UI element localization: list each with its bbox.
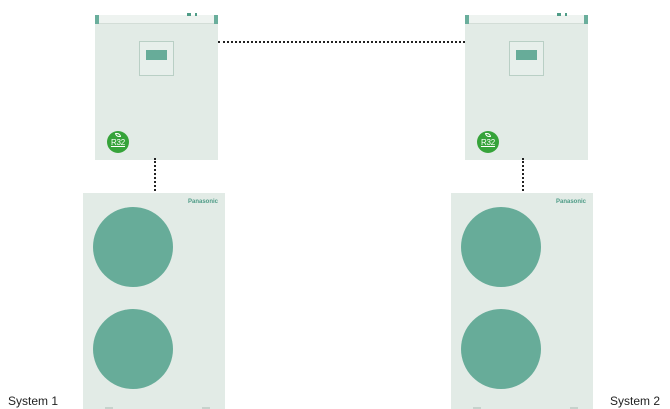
status-led-icon (187, 13, 191, 16)
r32-leaf-badge-icon: R32 (107, 131, 129, 153)
outdoor-unit-system-1: Panasonic (83, 193, 225, 409)
control-display-icon (146, 50, 167, 60)
fan-grille-icon (93, 309, 173, 389)
indoor-unit-system-2: R32 (465, 13, 588, 160)
pipe-link-system-2 (522, 158, 524, 191)
status-led-icon (195, 13, 197, 16)
control-panel (509, 41, 544, 76)
status-led-icon (565, 13, 567, 16)
indoor-interconnect-line (218, 41, 465, 43)
refrigerant-badge-label: R32 (480, 138, 496, 147)
trim-cap-right (214, 15, 218, 24)
outdoor-unit-system-2: Panasonic (451, 193, 593, 409)
control-panel (139, 41, 174, 76)
fan-grille-icon (461, 309, 541, 389)
system-2-label: System 2 (610, 394, 661, 408)
control-display-icon (516, 50, 537, 60)
trim-cap-left (95, 15, 99, 24)
system-1-label: System 1 (8, 394, 59, 408)
leaf-icon (115, 133, 121, 137)
fan-grille-icon (461, 207, 541, 287)
indoor-unit-top-trim (465, 13, 588, 24)
refrigerant-badge-label: R32 (110, 138, 126, 147)
pipe-link-system-1 (154, 158, 156, 191)
brand-logo: Panasonic (555, 199, 586, 205)
fan-grille-icon (93, 207, 173, 287)
status-led-icon (557, 13, 561, 16)
unit-foot (202, 407, 210, 409)
unit-foot (570, 407, 578, 409)
brand-logo: Panasonic (187, 199, 218, 205)
leaf-icon (485, 133, 491, 137)
indoor-unit-top-trim (95, 13, 218, 24)
indoor-unit-system-1: R32 (95, 13, 218, 160)
r32-leaf-badge-icon: R32 (477, 131, 499, 153)
unit-foot (473, 407, 481, 409)
trim-cap-left (465, 15, 469, 24)
unit-foot (105, 407, 113, 409)
trim-cap-right (584, 15, 588, 24)
